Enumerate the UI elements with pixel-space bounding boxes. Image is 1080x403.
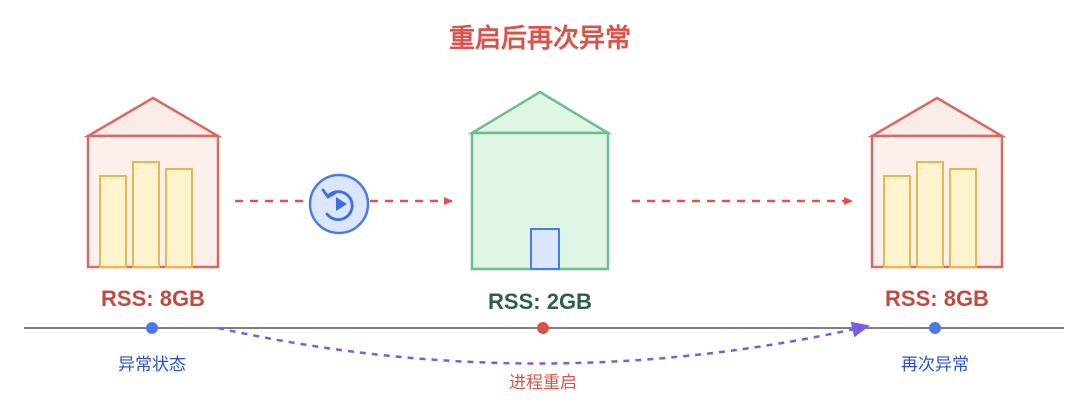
timeline-label-abnormal-again: 再次异常 — [901, 355, 969, 375]
timeline-curve-arrow — [217, 321, 870, 365]
left-house — [83, 96, 223, 269]
right-rss-label: RSS: 8GB — [885, 286, 989, 311]
right-memory-bars — [883, 161, 977, 268]
center-house — [467, 90, 613, 271]
center-rss-label: RSS: 2GB — [488, 289, 592, 314]
diagram-title: 重启后再次异常 — [448, 24, 631, 54]
restart-icon — [308, 173, 370, 235]
right-house — [867, 96, 1007, 269]
center-memory-bar — [530, 228, 560, 270]
timeline-point-abnormal — [146, 322, 158, 334]
timeline-label-restart: 进程重启 — [509, 373, 577, 393]
left-rss-label: RSS: 8GB — [101, 286, 205, 311]
timeline-point-restart — [537, 322, 549, 334]
timeline-label-abnormal: 异常状态 — [118, 355, 186, 375]
timeline-point-abnormal-again — [929, 322, 941, 334]
left-memory-bars — [99, 161, 193, 268]
